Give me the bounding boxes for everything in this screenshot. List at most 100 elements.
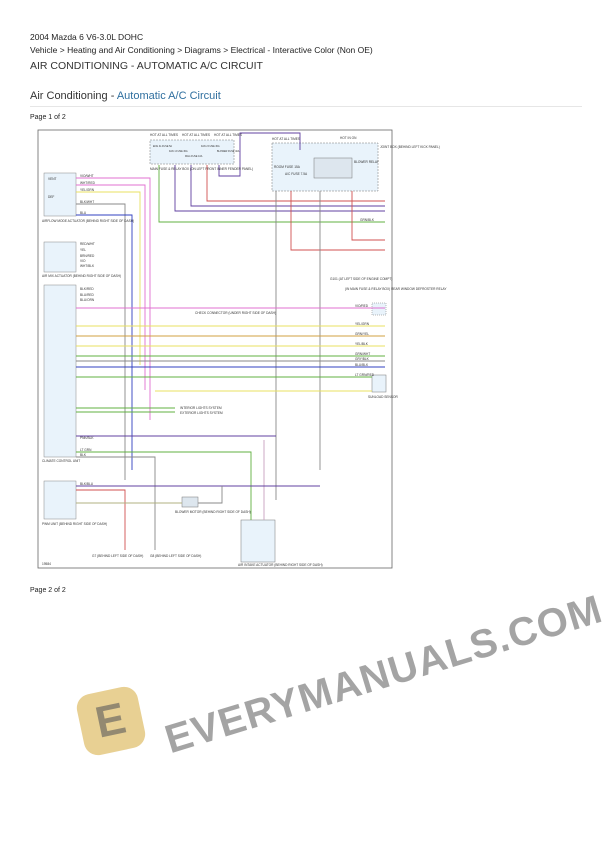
wire [206,165,385,202]
wire-label: LT GRN [80,448,92,452]
wire-label: BLK/RED [80,287,94,291]
breadcrumb: Vehicle > Heating and Air Conditioning >… [30,45,373,55]
wire-label: BLK [80,453,87,457]
wire-label: VIO/RED [355,304,369,308]
label-airmix: AIR MIX ACTUATOR (BEHIND RIGHT SIDE OF D… [42,274,121,278]
label-blower-motor: BLOWER MOTOR (BEHIND RIGHT SIDE OF DASH) [175,510,251,514]
label-exterior-lights: EXTERIOR LIGHTS SYSTEM [180,411,223,415]
wire [76,451,252,520]
wire-label: GRN/WHT [355,352,370,356]
wire-label: BLU/RED [80,293,95,297]
wire-label: WHT/RED [80,181,96,185]
label-hot: HOT AT ALL TIMES [150,133,178,137]
labels: HOT AT ALL TIMES HOT AT ALL TIMES HOT AT… [42,133,447,567]
wire-labels: VIO/WHT WHT/RED YEL/GRN BLK/WHT BLU RED/WHT YE… [80,174,375,486]
label-g7: G7 (BEHIND LEFT SIDE OF DASH) [92,554,143,558]
label-hot: HOT AT ALL TIMES [182,133,210,137]
watermark-logo: E [74,684,148,758]
label-defroster: (IN MAIN FUSE & RELAY BOX) REAR WINDOW D… [345,287,447,291]
label-main-box: MAIN FUSE & RELAY BOX (ON LEFT FRONT INN… [150,167,253,171]
wire-label: GRY/BLK [355,357,370,361]
page-2-label: Page 2 of 2 [30,587,66,594]
blower-motor [181,496,199,508]
airflow-actuator [43,172,77,217]
fuse-label: ENG IG FUSE 5A [153,145,172,148]
watermark: EVERYMANUALS.COM [160,587,608,763]
label-ac-fuse: A/C FUSE 7.5A [285,172,308,176]
label-hot: HOT AT ALL TIMES [214,133,242,137]
wire [76,489,126,550]
section-title: Air Conditioning - Automatic A/C Circuit [30,90,221,102]
label-g101: G101 (AT LEFT SIDE OF ENGINE COMPT) [330,277,392,281]
label-joint-box: JOINT BOX (BEHIND LEFT KICK PANEL) [380,145,440,149]
section-link[interactable]: Automatic A/C Circuit [116,90,221,102]
wire-label: GRN/BLK [360,218,375,222]
wire-label: GRN/YEL [355,332,369,336]
label-room-fuse: ROOM FUSE 15A [274,165,301,169]
wire [76,214,133,470]
wire-label: RED/WHT [80,242,95,246]
divider [30,106,582,107]
wire-label: VIO [80,259,86,263]
sunload-sensor [371,374,387,393]
wire [290,191,385,251]
fuse-label: BLOWER FUSE 40A [217,150,240,153]
label-pwm: PWM UNIT (BEHIND RIGHT SIDE OF DASH) [42,522,107,526]
doc-title: AIR CONDITIONING - AUTOMATIC A/C CIRCUIT [30,60,263,72]
label-hot: HOT AT ALL TIMES [272,137,300,141]
wire-label: PNK/BLK [80,436,94,440]
wire-label: BLU/ORN [80,298,95,302]
label-blower-relay: BLOWER RELAY [354,160,380,164]
wire-label: YEL/GRN [355,322,370,326]
wire [76,456,156,550]
wire [76,191,141,365]
wire-label: YEL [80,248,86,252]
wire-label: YEL/GRN [80,188,95,192]
wire [76,184,146,390]
label-sunload: SUNLOAD SENSOR [368,395,398,399]
fuse-label: FAN 1 FUSE 30A [169,150,188,153]
wire-label: LT GRN/RED [355,373,375,377]
label-intake: AIR INTAKE ACTUATOR (BEHIND RIGHT SIDE O… [238,563,323,567]
air-intake-actuator [240,519,276,563]
fuse-labels: ENG IG FUSE 5A FAN 1 FUSE 30A MAG FUSE 10A… [153,145,240,158]
wire [174,165,385,212]
wire [158,165,385,223]
climate-control-unit [43,284,77,458]
airmix-actuator [43,241,77,273]
fuse-label: MAG FUSE 10A [185,155,203,158]
wire-label: BLU [80,211,87,215]
wire [218,132,301,177]
blower-relay [313,157,353,179]
fuse-label: FAN 2 FUSE 30A [201,145,220,148]
vehicle-title: 2004 Mazda 6 V6-3.0L DOHC [30,32,144,42]
section-label: Air Conditioning - [30,90,117,102]
page-1-label: Page 1 of 2 [30,114,66,121]
defroster-relay [371,302,387,316]
label-vent: VENT [48,177,57,181]
pwm-unit [43,480,77,520]
wire [76,177,151,420]
wire-label: BLK/BLU [80,482,94,486]
wires [76,132,385,550]
figure-number: 19584 [42,562,51,566]
label-climate: CLIMATE CONTROL UNIT [42,459,80,463]
label-check-connector: CHECK CONNECTOR (UNDER RIGHT SIDE OF DAS… [195,311,276,315]
wire-label: WHT/BLK [80,264,95,268]
wire [198,486,223,504]
wire-label: VIO/WHT [80,174,94,178]
wire-label: BLU/BLK [355,363,369,367]
label-def: DEF [48,195,54,199]
wire-label: BLK/WHT [80,200,94,204]
diagram-frame [37,129,393,569]
label-airflow: AIRFLOW MODE ACTUATOR (BEHIND RIGHT SIDE… [42,219,134,223]
label-hot: HOT IN ON [340,136,357,140]
wire-label: BRN/RED [80,254,95,258]
label-interior-lights: INTERIOR LIGHTS SYSTEM [180,406,222,410]
wire [351,191,385,241]
wiring-diagram: HOT AT ALL TIMES HOT AT ALL TIMES HOT AT… [37,129,447,569]
main-fuse-box [149,139,235,165]
wire-label: YEL/BLK [355,342,369,346]
label-g8: G8 (BEHIND LEFT SIDE OF DASH) [150,554,201,558]
